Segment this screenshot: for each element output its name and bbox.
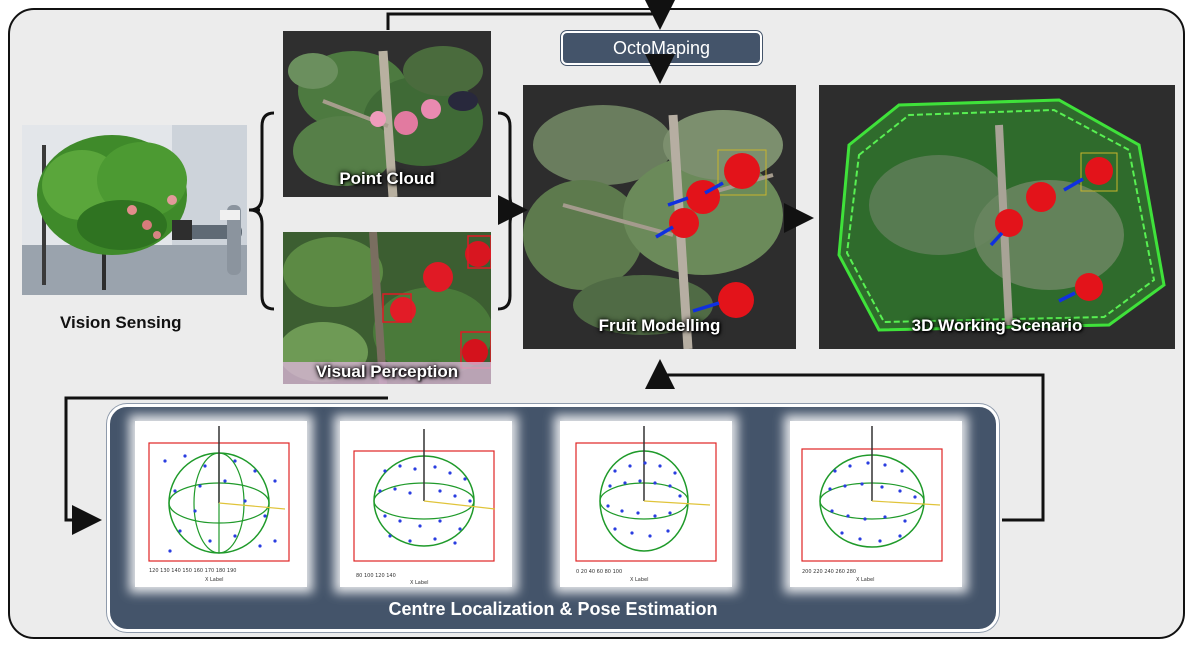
- pose-estimation-box: 120 130 140 150 160 170 180 190 X Label …: [107, 404, 999, 632]
- plot-4-x-ticks: 200 220 240 260 280: [802, 569, 856, 575]
- pose-estimation-title: Centre Localization & Pose Estimation: [388, 599, 718, 619]
- pose-plot-3: 0 20 40 60 80 100 X Label: [560, 421, 732, 587]
- plot-4-x-label: X Label: [856, 577, 875, 583]
- point-cloud-caption: Point Cloud: [339, 169, 435, 188]
- visual-perception-panel: Visual Perception: [283, 232, 491, 384]
- pose-plot-2: 80 100 120 140 X Label: [340, 421, 512, 587]
- pose-plot-4: 200 220 240 260 280 X Label: [790, 421, 962, 587]
- working-scenario-caption: 3D Working Scenario: [911, 316, 1083, 335]
- point-cloud-panel: Point Cloud: [283, 31, 491, 197]
- plot-3-x-label: X Label: [630, 577, 649, 583]
- plot-1-x-ticks: 120 130 140 150 160 170 180 190: [149, 568, 236, 574]
- pose-plot-1: 120 130 140 150 160 170 180 190 X Label: [135, 421, 307, 587]
- plot-2-x-ticks: 80 100 120 140: [356, 573, 396, 579]
- plot-3-x-ticks: 0 20 40 60 80 100: [576, 569, 622, 575]
- plot-2-x-label: X Label: [410, 580, 429, 586]
- fruit-modelling-panel: Fruit Modelling: [523, 85, 796, 349]
- vision-sensing-label: Vision Sensing: [60, 313, 182, 332]
- plot-1-x-label: X Label: [205, 577, 224, 583]
- vision-sensing-photo: [22, 125, 247, 295]
- octomapping-box: OctoMaping: [561, 31, 762, 65]
- working-scenario-panel: 3D Working Scenario: [819, 85, 1175, 349]
- visual-perception-caption: Visual Perception: [315, 362, 459, 381]
- fruit-modelling-caption: Fruit Modelling: [598, 316, 721, 335]
